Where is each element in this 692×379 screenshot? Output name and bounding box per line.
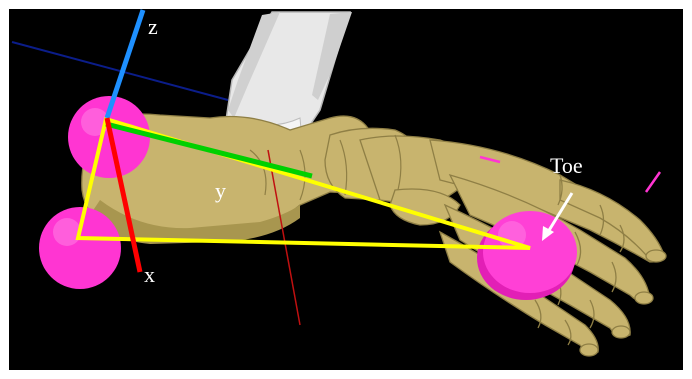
- toe-tip-4: [580, 344, 598, 356]
- toe-tip-2: [635, 292, 653, 304]
- x-axis-label: x: [144, 264, 155, 286]
- y-axis-label: y: [215, 180, 226, 202]
- ca1-label: CA1: [22, 296, 64, 318]
- marker-ca1-sphere: [39, 207, 121, 289]
- z-axis-label: z: [148, 16, 158, 38]
- toe-label: Toe: [550, 155, 583, 177]
- toe-tip-1: [646, 250, 666, 262]
- ca2-label: CA2: [11, 80, 53, 102]
- toe-tip-3: [612, 326, 630, 338]
